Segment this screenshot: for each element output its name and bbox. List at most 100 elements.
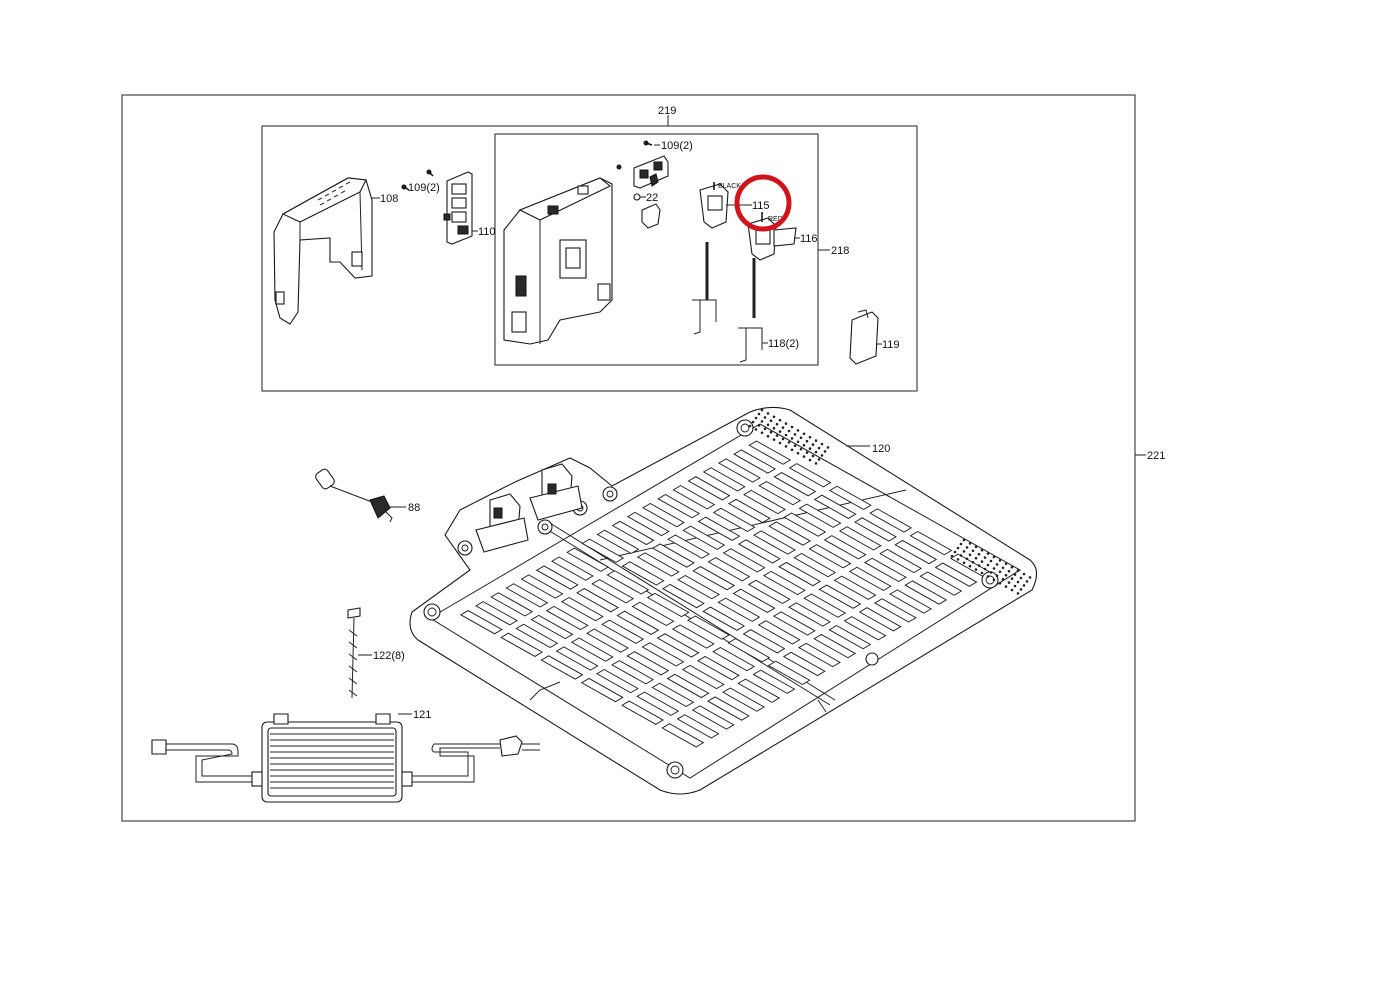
- base-plate-slot: [570, 637, 614, 662]
- grip-dot: [763, 416, 767, 419]
- base-plate-slot: [707, 557, 751, 582]
- part-120-base-plate: 120: [409, 406, 1038, 795]
- base-plate-slot: [742, 629, 786, 654]
- grip-dot: [1010, 588, 1014, 592]
- grip-dot: [772, 415, 776, 419]
- grip-dot: [814, 439, 818, 442]
- callout-122: 122(8): [373, 650, 405, 662]
- base-plate-slot: [687, 476, 731, 501]
- grip-dot: [769, 419, 773, 423]
- base-plate-slot: [545, 605, 589, 631]
- base-plate-slot: [702, 606, 746, 631]
- grip-dot: [992, 555, 996, 559]
- grip-dot: [980, 548, 984, 552]
- part-109-screws-left: 109(2): [401, 169, 440, 194]
- base-plate-slot: [661, 583, 705, 609]
- grip-dot: [820, 454, 824, 457]
- base-plate-slot: [752, 669, 796, 694]
- grip-dot: [793, 433, 797, 436]
- base-plate-slot: [646, 592, 690, 618]
- base-plate-slot: [919, 571, 963, 596]
- grip-dot: [953, 550, 957, 554]
- wire-label-red: RED: [768, 216, 783, 223]
- grip-dot: [983, 556, 987, 559]
- base-plate-slot: [737, 539, 781, 564]
- grip-dot: [781, 426, 785, 429]
- base-plate-slot: [576, 588, 619, 613]
- grip-dot: [980, 560, 984, 563]
- grip-dot: [796, 429, 800, 432]
- grip-dot: [799, 436, 803, 440]
- callout-219: 219: [658, 105, 676, 117]
- grip-dot: [977, 552, 981, 556]
- base-plate-slot: [833, 575, 877, 600]
- grip-dot: [799, 447, 803, 451]
- base-plate-slot: [566, 547, 610, 572]
- grip-dot: [802, 455, 806, 458]
- grip-dot: [1001, 577, 1005, 581]
- base-plate-slot: [753, 530, 796, 555]
- base-plate-slot: [843, 616, 887, 641]
- base-plate-slot: [459, 610, 503, 635]
- base-plate-slot: [793, 552, 837, 578]
- grip-dot: [956, 546, 960, 550]
- base-plate-slot: [727, 498, 771, 524]
- base-plate-slot: [636, 691, 680, 716]
- grip-dot: [971, 549, 975, 553]
- base-plate-slot: [687, 615, 730, 640]
- grip-dot: [992, 567, 996, 570]
- part-122-ground-peg: 122(8): [347, 607, 405, 699]
- grip-dot: [1016, 592, 1020, 595]
- base-plate-slot: [697, 655, 740, 681]
- callout-121: 121: [413, 709, 431, 721]
- grip-dot: [1004, 562, 1008, 566]
- base-plate-slot: [818, 584, 862, 609]
- grip-dot: [977, 564, 981, 567]
- grip-dot: [805, 451, 809, 454]
- base-plate-holes: [423, 419, 999, 779]
- grip-dot: [1007, 569, 1011, 573]
- grip-dot: [989, 571, 993, 574]
- grip-dot: [796, 440, 800, 444]
- part-109-screws-top: 109(2): [616, 140, 693, 170]
- base-plate-slot: [727, 638, 771, 663]
- base-plate-slot: [732, 588, 776, 613]
- base-plate-slot: [894, 539, 938, 565]
- base-plate-slot: [672, 485, 716, 510]
- grip-dot: [808, 458, 812, 462]
- base-plate-slot: [505, 583, 549, 608]
- grip-dot: [817, 446, 821, 450]
- base-plate-slot: [591, 579, 635, 604]
- grip-dot: [796, 451, 800, 455]
- base-plate-slot: [717, 597, 761, 622]
- part-119-cap: 119: [849, 309, 900, 365]
- grip-dot: [1028, 576, 1032, 579]
- base-plate-slot: [873, 598, 917, 623]
- callout-109-left: 109(2): [408, 182, 440, 194]
- grip-dot: [766, 423, 770, 427]
- callout-118: 118(2): [768, 338, 799, 350]
- grip-dot: [1022, 584, 1026, 587]
- grip-dot: [760, 408, 764, 412]
- base-plate-slot: [904, 580, 948, 605]
- base-plate-slot: [889, 589, 932, 614]
- part-115-terminal-black: BLACK 115: [699, 182, 770, 229]
- callout-119: 119: [882, 339, 900, 351]
- base-plate-slot: [773, 472, 817, 497]
- grip-dot: [820, 442, 824, 446]
- grip-dot: [962, 550, 966, 553]
- assembly-219-frame: [261, 125, 918, 392]
- part-88-sensor-cable: 88: [315, 468, 420, 523]
- part-121-power-supply: 121: [151, 709, 540, 803]
- part-118-pins: 118(2): [692, 242, 799, 363]
- base-plate-slot: [580, 677, 624, 703]
- base-plate-slot: [697, 516, 741, 541]
- grip-dot: [968, 553, 972, 557]
- base-plate-slot: [722, 548, 766, 573]
- grip-dot: [781, 437, 785, 441]
- grip-dot: [754, 428, 758, 431]
- grip-dot: [784, 422, 788, 425]
- base-plate-slot: [757, 620, 801, 645]
- grip-dot: [1004, 573, 1008, 577]
- base-plate-slot: [515, 623, 559, 649]
